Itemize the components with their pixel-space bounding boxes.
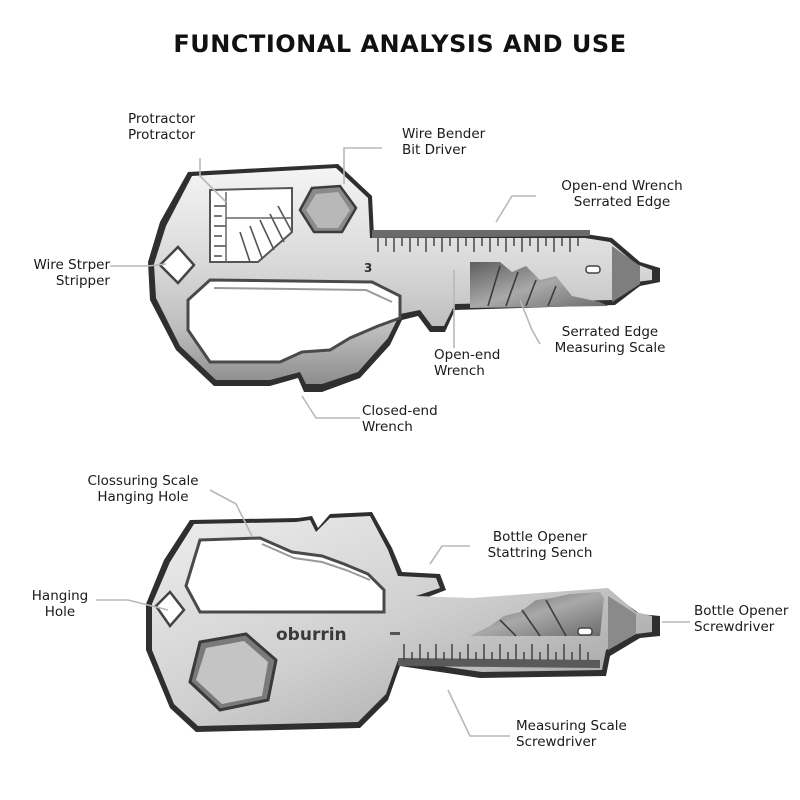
bottom-key-diamond-hole	[154, 590, 186, 629]
label-serrated-edge: Serrated Edge Measuring Scale	[554, 324, 666, 356]
top-key-diamond-hole	[158, 245, 196, 285]
label-bottle-opener: Bottle Opener Stattring Sench	[487, 529, 593, 561]
bottom-key: oburrin	[146, 512, 660, 732]
label-closed-end-wrench: Closed-end Wrench	[362, 403, 438, 435]
label-open-end-wrench: Open-end Wrench Serrated Edge	[561, 178, 683, 210]
label-wire-bender: Wire Bender Bit Driver	[402, 126, 486, 158]
label-wire-stripper: Wire Strper Stripper	[33, 257, 111, 289]
label-bottle-opener-2: Bottle Opener Screwdriver	[694, 603, 789, 635]
bottom-key-serrated-edge	[470, 592, 604, 636]
bottom-key-cutout	[184, 536, 386, 614]
brand-logo: oburrin	[276, 625, 347, 645]
page-title: FUNCTIONAL ANALYSIS AND USE	[173, 30, 627, 58]
label-protractor: Protractor Protractor	[128, 111, 196, 143]
label-open-end-wrench-2: Open-end Wrench	[434, 347, 501, 379]
leader-lines	[96, 147, 690, 737]
label-hanging-hole: Hanging Hole	[31, 588, 89, 620]
top-key-cutout	[186, 278, 402, 364]
label-measuring-scale: Measuring Scale Screwdriver	[516, 718, 627, 750]
bottom-key-ruler-ticks	[403, 644, 589, 660]
label-closuring-scale: Clossuring Scale Hanging Hole	[87, 473, 199, 505]
top-key: 3	[148, 164, 660, 392]
top-key-ruler-ticks	[377, 238, 579, 252]
top-key-engraving: 3	[364, 261, 372, 275]
top-key-serrated-edge	[470, 262, 608, 308]
